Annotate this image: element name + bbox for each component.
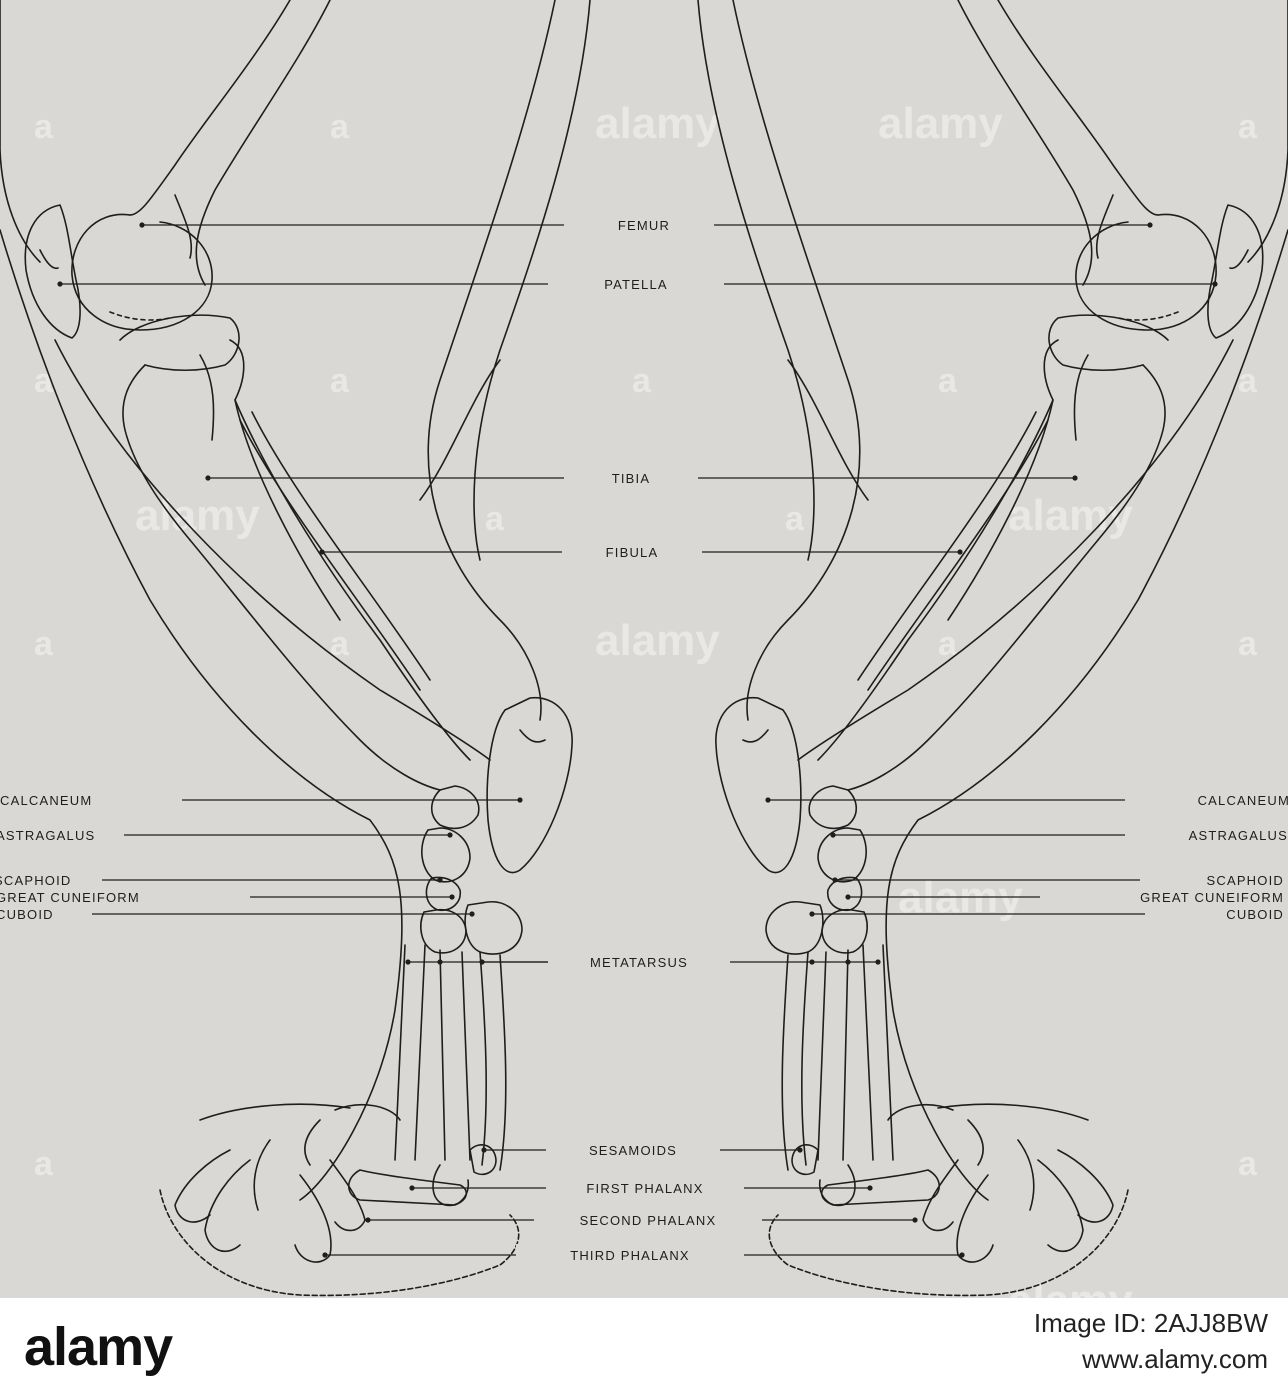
watermark-alamy: alamy (595, 616, 720, 665)
label-great-cuneiform-right: GREAT CUNEIFORM (1140, 890, 1284, 905)
label-cuboid-right: CUBOID (1226, 907, 1284, 922)
watermark-a-tile: a (1238, 362, 1258, 400)
label-astragalus-left: ASTRAGALUS (0, 828, 95, 843)
label-patella: PATELLA (604, 277, 668, 292)
watermark-a-tile: a (34, 1145, 54, 1183)
left-leg-skeleton (0, 0, 591, 1297)
diagram-plate: a a alamy alamy a a a a a a alamy a a al… (0, 0, 1288, 1298)
stock-footer: alamy Image ID: 2AJJ8BW www.alamy.com (0, 1298, 1288, 1390)
left-side-labels: CALCANEUM ASTRAGALUS SCAPHOID GREAT CUNE… (0, 793, 140, 922)
watermark-a-tile: a (34, 362, 54, 400)
alamy-logo[interactable]: alamy (24, 1317, 173, 1377)
label-first-phalanx: FIRST PHALANX (586, 1181, 703, 1196)
label-calcaneum-left: CALCANEUM (0, 793, 92, 808)
watermark-a-tile: a (34, 108, 54, 146)
label-third-phalanx: THIRD PHALANX (570, 1248, 690, 1263)
watermark-a-tile: a (330, 625, 350, 663)
watermark-a-tile: a (1238, 108, 1258, 146)
watermark-a-tile: a (330, 108, 350, 146)
label-backgrounds (516, 214, 762, 1266)
watermark-a-tile: a (632, 362, 652, 400)
label-femur: FEMUR (618, 218, 670, 233)
watermark-a-tile: a (1238, 1145, 1258, 1183)
label-great-cuneiform-left: GREAT CUNEIFORM (0, 890, 140, 905)
site-url-link[interactable]: www.alamy.com (1082, 1344, 1268, 1374)
watermark-a-tile: a (938, 625, 958, 663)
right-leg-skeleton (697, 0, 1288, 1297)
right-side-labels: CALCANEUM ASTRAGALUS SCAPHOID GREAT CUNE… (1140, 793, 1288, 922)
label-cuboid-left: CUBOID (0, 907, 54, 922)
label-metatarsus: METATARSUS (590, 955, 688, 970)
watermark-alamy: alamy (1008, 491, 1133, 540)
label-astragalus-right: ASTRAGALUS (1189, 828, 1288, 843)
watermark-alamy: alamy (135, 491, 260, 540)
leader-lines (60, 224, 1215, 1256)
label-calcaneum-right: CALCANEUM (1198, 793, 1288, 808)
label-tibia: TIBIA (612, 471, 651, 486)
watermark-alamy: alamy (1008, 1276, 1133, 1298)
label-scaphoid-left: SCAPHOID (0, 873, 72, 888)
watermark-a-tile: a (34, 625, 54, 663)
label-fibula: FIBULA (606, 545, 659, 560)
watermark-alamy: alamy (878, 99, 1003, 148)
watermark-a-tile: a (485, 500, 505, 538)
watermark-a-tile: a (1238, 625, 1258, 663)
label-sesamoids: SESAMOIDS (589, 1143, 677, 1158)
watermark-a-tile: a (330, 362, 350, 400)
watermark-a-tile: a (938, 362, 958, 400)
leg-skeleton-diagram: a a alamy alamy a a a a a a alamy a a al… (0, 0, 1288, 1298)
leader-dots (57, 222, 1218, 1258)
label-scaphoid-right: SCAPHOID (1206, 873, 1284, 888)
label-second-phalanx: SECOND PHALANX (580, 1213, 717, 1228)
watermark-alamy: alamy (595, 99, 720, 148)
center-labels: FEMUR PATELLA TIBIA FIBULA METATARSUS SE… (570, 218, 717, 1263)
watermark-a-tile: a (785, 500, 805, 538)
image-id-text: Image ID: 2AJJ8BW (1033, 1308, 1268, 1338)
